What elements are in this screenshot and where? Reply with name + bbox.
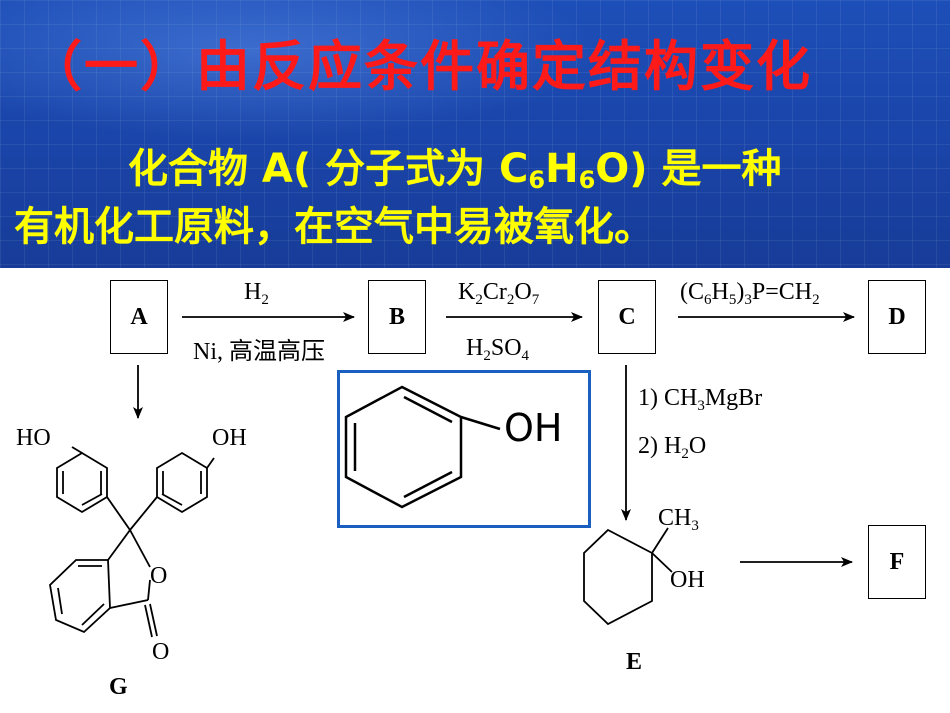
node-f: F xyxy=(868,525,926,599)
header-banner: （一）由反应条件确定结构变化 化合物 A( 分子式为 C6H6O) 是一种 有机… xyxy=(0,0,950,268)
e-ch3-label: CH3 xyxy=(658,505,699,534)
node-d: D xyxy=(868,280,926,354)
phenol-inset: OH xyxy=(337,370,591,528)
e-oh-label: OH xyxy=(670,567,705,593)
reagent-h2: H2 xyxy=(244,279,269,308)
intro-line-1: 化合物 A( 分子式为 C6H6O) 是一种 xyxy=(128,146,782,194)
g-carbonyl-o-label: O xyxy=(152,639,170,665)
reagent-wittig: (C6H5)3P=CH2 xyxy=(680,279,820,308)
banner-grid-texture xyxy=(0,0,950,268)
node-a: A xyxy=(110,280,168,354)
reagent-k2cr2o7: K2Cr2O7 xyxy=(458,279,540,308)
reagent-grignard: 1) CH3MgBr xyxy=(638,385,763,414)
node-e-label: E xyxy=(626,649,643,675)
node-g-label: G xyxy=(109,674,128,700)
node-c: C xyxy=(598,280,656,354)
reagent-ni-conditions: Ni, 高温高压 xyxy=(193,339,325,365)
banner-sheen xyxy=(0,0,600,140)
slide-title: （一）由反应条件确定结构变化 xyxy=(28,35,812,98)
reagent-h2so4: H2SO4 xyxy=(466,335,530,364)
intro-line-2: 有机化工原料，在空气中易被氧化。 xyxy=(14,204,654,250)
structure-e xyxy=(583,527,673,626)
g-ho-label: HO xyxy=(16,425,51,451)
node-b: B xyxy=(368,280,426,354)
benzene-ring-icon xyxy=(344,385,501,509)
structure-g xyxy=(49,446,215,638)
g-oh-label: OH xyxy=(212,425,247,451)
phenol-oh-label: OH xyxy=(504,406,563,450)
reagent-water: 2) H2O xyxy=(638,433,707,462)
g-ring-o-label: O xyxy=(150,563,168,589)
